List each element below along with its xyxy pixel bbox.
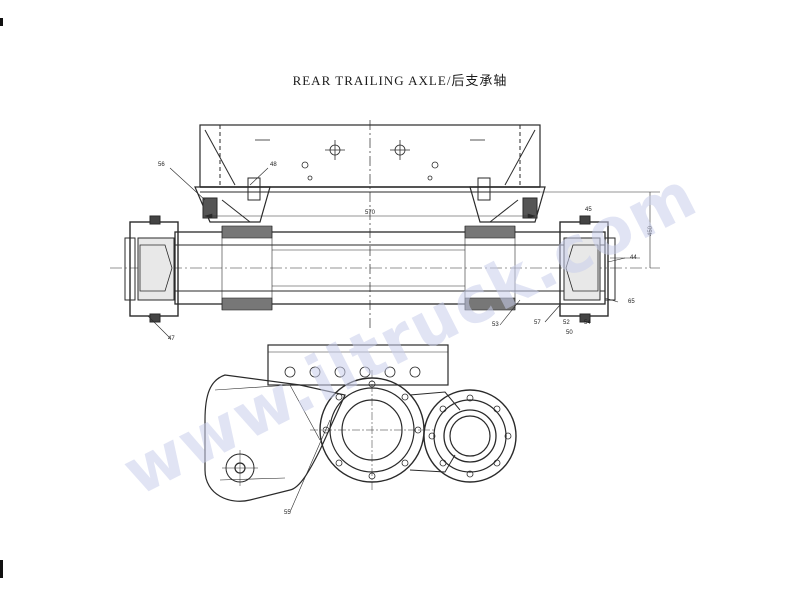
- right-hub-assembly: [515, 215, 616, 323]
- dimension-lines: [203, 191, 660, 268]
- callout-65: 65: [628, 299, 635, 305]
- leader-lines: [147, 167, 626, 513]
- callout-570: 570: [365, 210, 376, 216]
- callout-44: 44: [630, 255, 637, 261]
- drawing-title: REAR TRAILING AXLE/后支承轴: [292, 73, 508, 88]
- callout-45: 45: [585, 207, 592, 213]
- callout-57: 57: [534, 320, 541, 326]
- axle-tube: [110, 225, 660, 311]
- callout-47: 47: [168, 336, 175, 342]
- callout-56: 56: [158, 162, 165, 168]
- callout-50: 50: [566, 330, 573, 336]
- callout-53: 53: [492, 322, 499, 328]
- trailing-arm-side-view: [204, 344, 517, 502]
- scan-edge-mark-top: [0, 18, 3, 26]
- left-hanger-bracket: [194, 177, 271, 223]
- scan-edge-mark-bottom: [0, 560, 3, 578]
- callout-55: 55: [284, 510, 291, 516]
- callout-52: 52: [563, 320, 570, 326]
- callout-54: 54: [584, 320, 591, 326]
- callout-48: 48: [270, 162, 277, 168]
- right-hanger-bracket: [469, 177, 546, 223]
- left-hub-assembly: [124, 215, 222, 323]
